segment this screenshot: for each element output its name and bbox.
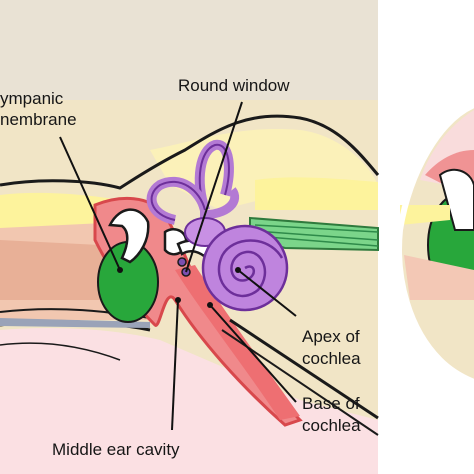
middle-ear-leader-dot [175,297,181,303]
apex-label-line1: Apex of [302,327,360,346]
malleus [108,208,150,264]
middle-ear-label: Middle ear cavity [52,440,180,459]
lower-tissue [0,328,378,474]
eustachian-tube [175,265,300,420]
apex-leader [237,269,297,317]
tympanic-label-line1: ympanic [0,89,64,108]
tympanic-leader-dot [117,267,123,273]
apex-leader-dot [235,267,241,273]
base-leader-dot [207,302,213,308]
round-window-leader [185,101,243,273]
zoom-inset [396,102,474,385]
base-leader [209,304,297,403]
apex-label-line2: cochlea [302,349,361,368]
base-label-line1: Base of [302,394,360,413]
base-label-line2: cochlea [302,416,361,435]
semicircular-canals [146,139,240,225]
skin-lower-outline [0,342,121,361]
middle-ear-leader [171,299,179,431]
tympanic-label-line2: nembrane [0,110,77,129]
upper-bone-region [0,0,378,100]
tympanic-leader [59,136,121,271]
cochlea-spiral [217,239,284,298]
canal-edge-1 [229,318,379,420]
round-window-label: Round window [178,76,290,95]
oval-window [177,257,187,267]
canal-lining [0,318,150,328]
bone-right [255,177,378,210]
